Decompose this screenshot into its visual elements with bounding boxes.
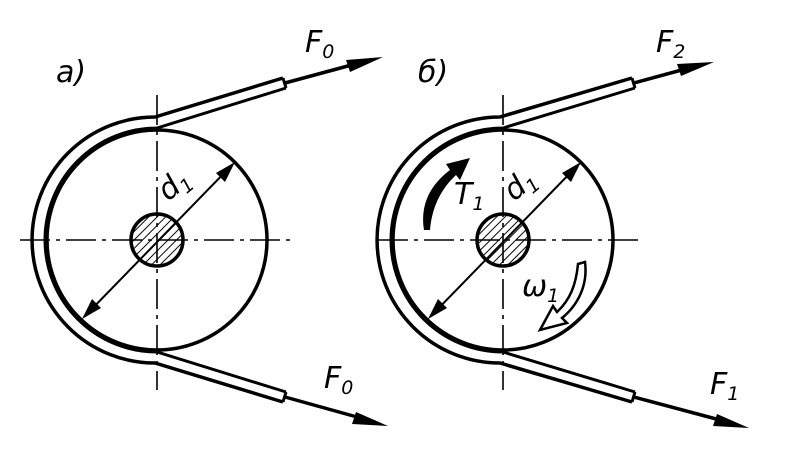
- belt-end-cap-upper: [630, 77, 637, 89]
- pulley-circle: [45, 128, 269, 352]
- panel-a: a) d1 F0 F0: [20, 25, 388, 426]
- panel-b: б) d1 T1 ω1 F2 F1: [375, 25, 749, 428]
- torque-label: T1: [454, 177, 484, 215]
- belt-inner-line: [43, 86, 287, 394]
- angular-velocity-label: ω1: [522, 269, 559, 307]
- force-label-lower: F0: [324, 361, 353, 399]
- belt-inner-line: [389, 86, 636, 394]
- force-label-upper: F2: [656, 25, 685, 63]
- belt-outer-line: [375, 76, 633, 404]
- diameter-arrow-head-top: [562, 162, 581, 182]
- belt-outer-line: [30, 76, 284, 404]
- force-arrow-upper-head: [346, 57, 383, 72]
- diameter-arrow-head-bottom: [428, 299, 447, 319]
- panel-a-label: a): [56, 55, 86, 90]
- belt-end-cap-upper: [281, 77, 288, 89]
- diameter-label: d1: [497, 161, 545, 210]
- panel-b-label: б): [418, 55, 448, 90]
- diameter-dimension-line: [84, 164, 233, 317]
- diameter-arrow-head-bottom: [82, 299, 101, 319]
- force-label-lower: F1: [710, 367, 739, 405]
- shaft-hatched: [475, 212, 531, 268]
- diameter-dimension-line: [430, 164, 579, 317]
- belt-end-cap-lower: [281, 391, 288, 403]
- pulley-circle: [391, 128, 615, 352]
- diameter-arrow-head-top: [216, 162, 235, 182]
- force-arrow-lower-head: [352, 412, 388, 426]
- diameter-label: d1: [151, 161, 199, 210]
- force-arrow-lower-head: [713, 414, 749, 428]
- torque-arrow-icon: [423, 158, 470, 230]
- force-label-upper: F0: [305, 25, 334, 63]
- belt-end-cap-lower: [630, 391, 637, 403]
- force-arrow-upper-head: [677, 62, 714, 76]
- shaft-hatched: [129, 212, 185, 268]
- angular-velocity-arrow-icon: [537, 260, 587, 332]
